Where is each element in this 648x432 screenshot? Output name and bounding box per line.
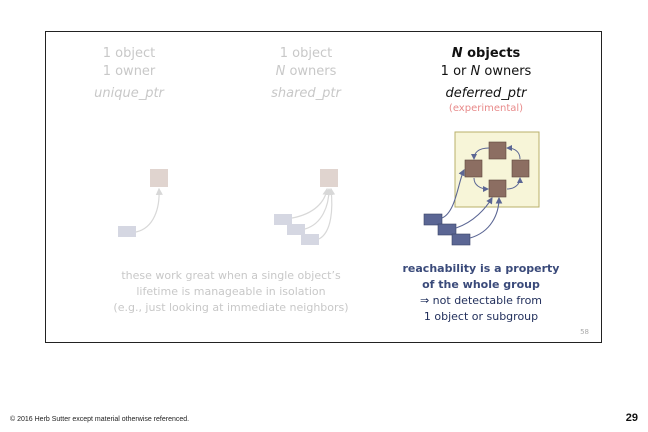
column-shared-ptr: 1 object N owners shared_ptr	[246, 45, 366, 103]
deferred-owner-box-1	[423, 213, 443, 226]
caption-left-line-3: (e.g., just looking at immediate neighbo…	[113, 301, 349, 314]
deferred-owner-box-3	[451, 233, 471, 246]
column-deferred-ptr: N objects 1 or N owners deferred_ptr (ex…	[421, 45, 551, 115]
caption-right-line-1: ⇒ not detectable from	[419, 294, 543, 307]
col2-line2: N owners	[246, 63, 366, 81]
cycle-arrow-bottom-right	[506, 177, 523, 190]
caption-right-bold-2: of the whole group	[422, 278, 540, 291]
cycle-arrow-left-bottom	[473, 177, 489, 192]
shared-arrow-3	[318, 187, 336, 240]
page-number: 29	[625, 412, 638, 424]
col3-ptr-name: deferred_ptr	[445, 86, 527, 101]
col3-line2-n: N	[470, 64, 481, 79]
unique-ptr-diagram	[118, 169, 168, 237]
col3-line1-n: N	[451, 46, 463, 61]
col2-line2-rest: owners	[285, 64, 337, 79]
col1-line2: 1 owner	[102, 64, 156, 79]
deferred-arrow-1	[441, 169, 465, 219]
shared-owner-box-2	[287, 224, 305, 235]
unique-arrow	[135, 187, 163, 233]
col3-line1-rest: objects	[462, 46, 521, 61]
group-object-left	[464, 159, 483, 178]
deferred-arrow-3	[469, 196, 503, 239]
caption-right: reachability is a property of the whole …	[391, 261, 571, 325]
col3-line2: 1 or N owners	[421, 63, 551, 81]
slide: 1 object 1 owner unique_ptr 1 object N o…	[45, 31, 602, 343]
col3-line1: N objects	[421, 45, 551, 63]
column-unique-ptr: 1 object 1 owner unique_ptr	[74, 45, 184, 103]
cycle-arrow-right-top	[506, 145, 521, 160]
shared-owner-box-3	[301, 234, 319, 245]
shared-ptr-diagram	[274, 169, 338, 245]
group-object-right	[511, 159, 530, 178]
caption-right-bold-1: reachability is a property	[402, 262, 560, 275]
col2-line2-n: N	[275, 64, 286, 79]
diagram	[118, 131, 540, 246]
deferred-owner-box-2	[437, 223, 457, 236]
col3-line2-rest: owners	[480, 64, 532, 79]
cycle-arrow-top-left	[471, 147, 490, 160]
caption-left-line-1: these work great when a single object’s	[121, 269, 341, 282]
col2-ptr-name: shared_ptr	[271, 86, 341, 101]
deferred-ptr-diagram	[423, 131, 540, 246]
caption-right-line-2: 1 object or subgroup	[423, 310, 539, 323]
deferred-arrow-2	[455, 197, 493, 229]
group-object-bottom	[488, 179, 507, 198]
shared-object-box	[320, 169, 338, 187]
shared-arrow-1	[291, 187, 330, 219]
col2-line1: 1 object	[279, 46, 333, 61]
caption-left: these work great when a single object’s …	[106, 268, 356, 316]
col3-line2-a: 1 or	[440, 64, 471, 79]
group-object-top	[488, 141, 507, 160]
unique-object-box	[150, 169, 168, 187]
experimental-note: (experimental)	[448, 103, 524, 114]
copyright-footer: © 2016 Herb Sutter except material other…	[10, 416, 190, 423]
unique-owner-box	[118, 226, 136, 237]
shared-owner-box-1	[274, 214, 292, 225]
caption-left-line-2: lifetime is manageable in isolation	[136, 285, 326, 298]
slide-number: 58	[580, 328, 589, 336]
col1-line1: 1 object	[102, 46, 156, 61]
col1-ptr-name: unique_ptr	[94, 86, 164, 101]
